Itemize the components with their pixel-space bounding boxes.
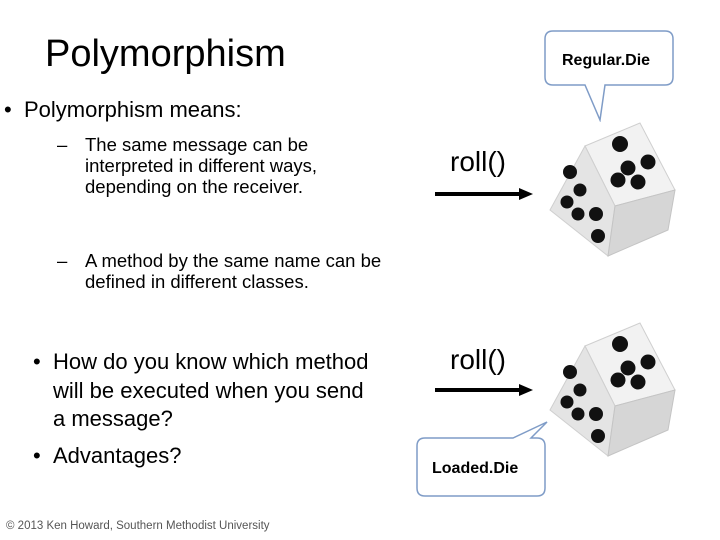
callout-regular-die (544, 30, 674, 122)
bullet-text: Polymorphism means: (24, 97, 242, 122)
slide-title: Polymorphism (45, 33, 286, 75)
die-icon (549, 122, 676, 257)
bullet-text: How do you know which method will be exe… (53, 349, 369, 431)
die-icon (549, 322, 676, 457)
sub-bullet-same-name: – A method by the same name can be defin… (57, 250, 385, 292)
callout-loaded-die (416, 421, 548, 497)
arrow-right-icon (435, 384, 533, 396)
message-roll-bottom: roll() (450, 344, 506, 375)
bullet-dot: • (33, 349, 41, 374)
bullet-polymorphism-means: • Polymorphism means: (4, 96, 242, 124)
bullet-how-do-you-know: • How do you know which method will be e… (33, 348, 373, 434)
sub-bullet-dash: – (57, 134, 68, 155)
message-roll-top: roll() (450, 146, 506, 177)
bullet-text: Advantages? (53, 443, 182, 468)
sub-bullet-text: The same message can be interpreted in d… (85, 134, 318, 197)
sub-bullet-same-message: – The same message can be interpreted in… (57, 134, 355, 197)
sub-bullet-dash: – (57, 250, 68, 271)
bullet-advantages: • Advantages? (33, 442, 182, 470)
bullet-dot: • (33, 443, 41, 468)
arrow-right-icon (435, 188, 533, 200)
sub-bullet-text: A method by the same name can be defined… (85, 250, 382, 292)
callout-loaded-die-label: Loaded.Die (432, 460, 519, 477)
copyright-footer: © 2013 Ken Howard, Southern Methodist Un… (6, 520, 270, 532)
bullet-dot: • (4, 97, 12, 122)
callout-regular-die-label: Regular.Die (562, 52, 651, 69)
